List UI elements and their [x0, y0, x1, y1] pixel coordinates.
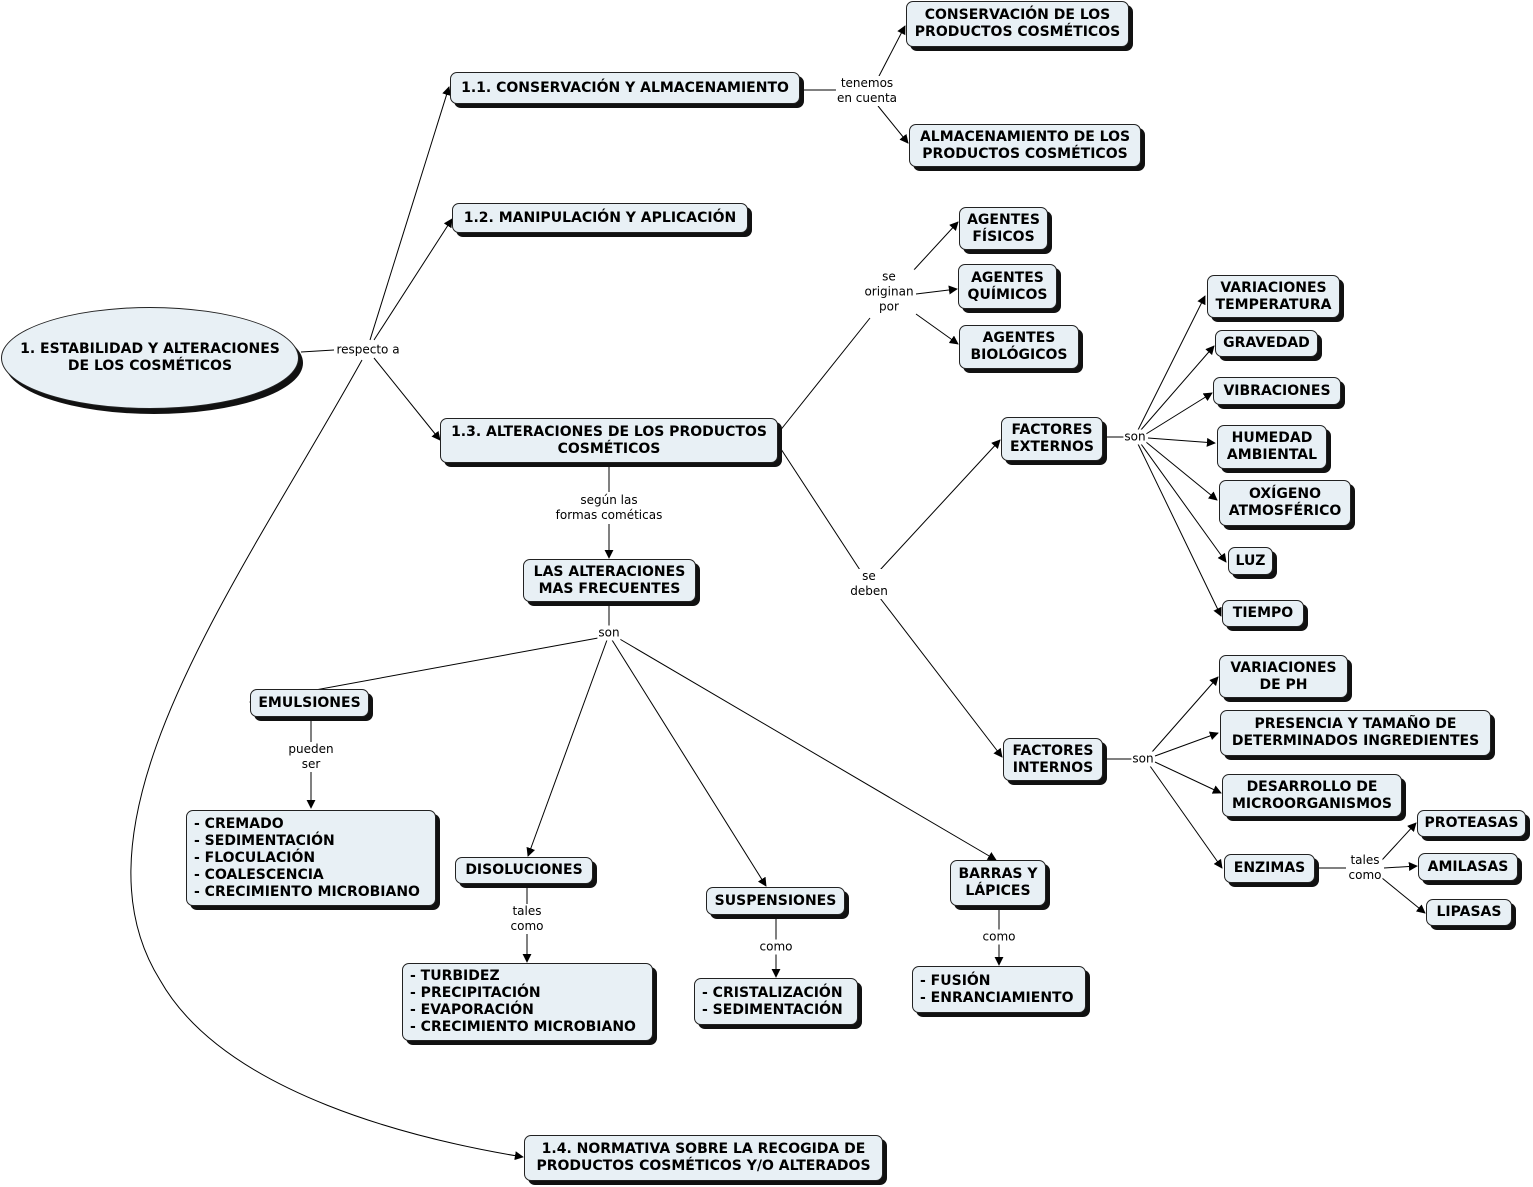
- edge-son-ingredientes: [1154, 731, 1219, 757]
- edge-tales-amilasas: [1383, 861, 1418, 871]
- node-conservacion-productos[interactable]: CONSERVACIÓN DE LOS PRODUCTOS COSMÉTICOS: [906, 1, 1129, 47]
- label-pueden-ser: pueden ser: [287, 742, 335, 772]
- node-oxigeno[interactable]: OXÍGENO ATMOSFÉRICO: [1219, 480, 1351, 526]
- node-proteasas[interactable]: PROTEASAS: [1417, 810, 1526, 837]
- edge-tenemos-almacenamiento: [877, 105, 909, 144]
- node-desarrollo-microorganismos[interactable]: DESARROLLO DE MICROORGANISMOS: [1222, 774, 1402, 817]
- edge-son-enzimas: [1149, 765, 1223, 869]
- node-tiempo[interactable]: TIEMPO: [1222, 600, 1304, 627]
- node-suspensiones[interactable]: SUSPENSIONES: [706, 887, 845, 915]
- edge-respecto-1-1: [369, 86, 451, 341]
- node-amilasas[interactable]: AMILASAS: [1418, 853, 1518, 881]
- node-enzimas[interactable]: ENZIMAS: [1224, 854, 1315, 883]
- label-se-deben: se deben: [849, 569, 889, 599]
- edge-son-suspensiones: [611, 639, 767, 887]
- node-lipasas[interactable]: LIPASAS: [1426, 899, 1512, 926]
- edge-originan-biologicos: [915, 313, 959, 345]
- edge-1-3-se-originan: [778, 317, 871, 433]
- label-como-barras: como: [981, 929, 1017, 945]
- edge-son-gravedad: [1139, 345, 1215, 432]
- label-son-externos: son: [1123, 429, 1147, 445]
- edge-son-barras: [617, 637, 997, 861]
- node-normativa[interactable]: 1.4. NORMATIVA SOBRE LA RECOGIDA DE PROD…: [524, 1135, 883, 1181]
- label-como-suspensiones: como: [758, 939, 794, 955]
- label-respecto-a: respecto a: [335, 342, 401, 358]
- node-humedad[interactable]: HUMEDAD AMBIENTAL: [1217, 425, 1327, 469]
- label-segun-formas: según las formas cométicas: [554, 493, 664, 523]
- label-tales-como-enzimas: tales como: [1347, 853, 1383, 883]
- node-emulsiones-lista[interactable]: - CREMADO - SEDIMENTACIÓN - FLOCULACIÓN …: [186, 810, 436, 906]
- edge-son-ph: [1151, 676, 1219, 753]
- node-agentes-quimicos[interactable]: AGENTES QUÍMICOS: [958, 264, 1057, 309]
- edge-root-respecto: [300, 349, 335, 353]
- node-variaciones-temperatura[interactable]: VARIACIONES TEMPERATURA: [1207, 275, 1340, 318]
- node-almacenamiento-productos[interactable]: ALMACENAMIENTO DE LOS PRODUCTOS COSMÉTIC…: [909, 124, 1141, 167]
- node-alteraciones[interactable]: 1.3. ALTERACIONES DE LOS PRODUCTOS COSMÉ…: [440, 418, 778, 463]
- edge-son-oxigeno: [1145, 441, 1218, 501]
- edge-respecto-1-3: [373, 357, 441, 441]
- node-manipulacion[interactable]: 1.2. MANIPULACIÓN Y APLICACIÓN: [452, 203, 748, 233]
- node-emulsiones[interactable]: EMULSIONES: [250, 689, 369, 717]
- node-luz[interactable]: LUZ: [1228, 547, 1273, 575]
- edge-son-luz: [1140, 443, 1227, 563]
- edge-son-vibraciones: [1145, 392, 1213, 435]
- edge-originan-quimicos: [915, 285, 958, 295]
- edge-son-temperatura: [1137, 295, 1206, 431]
- node-factores-externos[interactable]: FACTORES EXTERNOS: [1001, 417, 1103, 461]
- node-factores-internos[interactable]: FACTORES INTERNOS: [1003, 738, 1103, 781]
- edge-son-humedad: [1147, 437, 1216, 447]
- node-agentes-biologicos[interactable]: AGENTES BIOLÓGICOS: [959, 325, 1079, 369]
- edge-tenemos-conservacion: [877, 25, 906, 79]
- edge-tales-proteasas: [1381, 822, 1417, 861]
- edge-son-disoluciones: [526, 639, 608, 857]
- node-disoluciones-lista[interactable]: - TURBIDEZ - PRECIPITACIÓN - EVAPORACIÓN…: [402, 963, 653, 1041]
- label-se-originan-por: se originan por: [863, 269, 915, 315]
- node-agentes-fisicos[interactable]: AGENTES FÍSICOS: [959, 207, 1048, 250]
- edge-respecto-1-2: [373, 218, 453, 341]
- edge-deben-externos: [879, 439, 1001, 571]
- edge-respecto-1-4: [130, 359, 524, 1161]
- edge-1-3-se-deben: [778, 445, 861, 571]
- node-barras[interactable]: BARRAS Y LÁPICES: [950, 860, 1046, 906]
- edge-son-microorganismos: [1154, 761, 1222, 794]
- label-tales-como-disoluciones: tales como: [509, 904, 545, 934]
- node-presencia-ingredientes[interactable]: PRESENCIA Y TAMAÑO DE DETERMINADOS INGRE…: [1220, 710, 1491, 756]
- node-disoluciones[interactable]: DISOLUCIONES: [455, 857, 593, 884]
- label-son-internos: son: [1131, 751, 1155, 767]
- node-variaciones-ph[interactable]: VARIACIONES DE PH: [1219, 655, 1348, 698]
- node-vibraciones[interactable]: VIBRACIONES: [1213, 377, 1341, 405]
- node-conservacion-almacenamiento[interactable]: 1.1. CONSERVACIÓN Y ALMACENAMIENTO: [450, 72, 800, 104]
- root-node[interactable]: 1. ESTABILIDAD Y ALTERACIONES DE LOS COS…: [1, 307, 299, 409]
- edge-son-tiempo: [1137, 443, 1222, 617]
- edge-deben-internos: [879, 597, 1003, 758]
- node-alteraciones-frecuentes[interactable]: LAS ALTERACIONES MAS FRECUENTES: [523, 559, 696, 602]
- node-gravedad[interactable]: GRAVEDAD: [1215, 330, 1318, 357]
- label-son-alteraciones: son: [597, 625, 621, 641]
- node-barras-lista[interactable]: - FUSIÓN - ENRANCIAMIENTO: [912, 966, 1086, 1013]
- label-tenemos-en-cuenta: tenemos en cuenta: [835, 76, 899, 106]
- edge-originan-fisicos: [911, 221, 959, 273]
- edge-tales-lipasas: [1381, 877, 1426, 914]
- node-suspensiones-lista[interactable]: - CRISTALIZACIÓN - SEDIMENTACIÓN: [694, 978, 858, 1025]
